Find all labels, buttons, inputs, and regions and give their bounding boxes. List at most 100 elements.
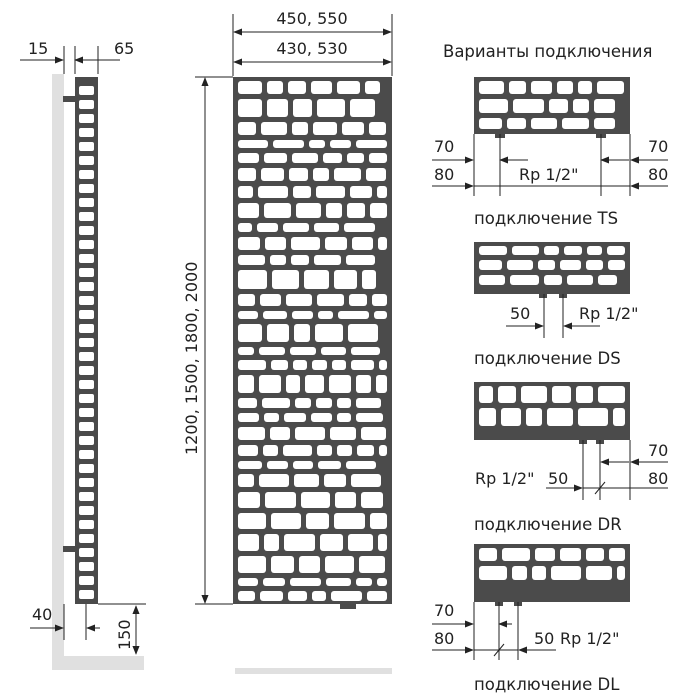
- perforation-slot: [560, 260, 581, 270]
- perforation-slot: [370, 513, 387, 529]
- side-slot: [79, 576, 94, 585]
- perforation-slot: [370, 203, 387, 218]
- side-slot: [79, 156, 94, 165]
- perforation-slot: [330, 140, 351, 148]
- perforation-slot: [586, 566, 612, 580]
- perforation-slot: [607, 246, 625, 255]
- perforation-slot: [292, 122, 308, 135]
- perforation-slot: [338, 311, 369, 319]
- perforation-slot: [238, 461, 262, 469]
- perforation-slot: [586, 548, 604, 561]
- perforation-slot: [356, 398, 381, 408]
- perforation-slot: [238, 294, 255, 306]
- perforation-slot: [507, 260, 533, 270]
- dr-thread: Rp 1/2": [475, 469, 534, 488]
- perforation-slot: [320, 534, 343, 551]
- ds-thread: Rp 1/2": [579, 304, 638, 323]
- perforation-slot: [257, 223, 278, 232]
- perforation-slot: [374, 311, 387, 319]
- perforation-slot: [331, 591, 362, 601]
- dr-dim-right-b: 80: [648, 469, 668, 488]
- perforation-slot: [304, 270, 329, 289]
- perforation-slot: [479, 99, 508, 113]
- perforation-slot: [317, 445, 332, 456]
- perforation-slot: [288, 591, 307, 601]
- side-slot: [79, 212, 94, 221]
- perforation-slot: [330, 427, 356, 440]
- perforation-slot: [334, 168, 361, 181]
- perforation-slot: [238, 513, 266, 529]
- perforation-slot: [265, 237, 286, 250]
- side-slot: [79, 478, 94, 487]
- perforation-slot: [329, 375, 351, 393]
- perforation-slot: [479, 548, 497, 561]
- perforation-slot: [238, 324, 262, 342]
- side-slot: [79, 506, 94, 515]
- perforation-slot: [377, 186, 387, 198]
- perforation-slot: [291, 237, 320, 250]
- perforation-slot: [318, 311, 333, 319]
- perforation-slot: [356, 578, 372, 586]
- front-floor: [235, 668, 392, 674]
- perforation-slot: [293, 461, 313, 469]
- perforation-slot: [479, 260, 502, 270]
- variant-ds: 50 Rp 1/2" подключение DS: [474, 242, 638, 368]
- perforation-slot: [479, 275, 505, 285]
- side-slot: [79, 310, 94, 319]
- perforation-slot: [347, 153, 364, 163]
- perforation-slot: [238, 168, 256, 181]
- perforation-slot: [271, 513, 301, 529]
- side-slot: [79, 408, 94, 417]
- perforation-slot: [293, 186, 311, 198]
- perforation-slot: [259, 474, 289, 487]
- perforation-slot: [551, 566, 581, 580]
- perforation-slot: [573, 99, 589, 113]
- perforation-slot: [265, 492, 296, 508]
- perforation-slot: [270, 427, 290, 440]
- side-slot: [79, 520, 94, 529]
- perforation-slot: [337, 413, 351, 422]
- dim-width-outer: 450, 550: [276, 9, 347, 28]
- perforation-slot: [295, 398, 311, 408]
- perforation-slot: [312, 360, 327, 370]
- dl-dim-spacing: 50: [534, 629, 554, 648]
- side-slot: [79, 282, 94, 291]
- perforation-slot: [315, 324, 343, 342]
- perforation-slot: [267, 324, 289, 342]
- side-slot: [79, 100, 94, 109]
- perforation-slot: [348, 324, 378, 342]
- perforation-slot: [306, 513, 329, 529]
- perforation-slot: [290, 347, 316, 355]
- perforation-slot: [325, 237, 347, 250]
- perforation-slot: [264, 203, 291, 218]
- perforation-slot: [238, 578, 258, 586]
- perforation-slot: [598, 386, 625, 403]
- perforation-slot: [289, 168, 308, 181]
- perforation-slot: [317, 294, 344, 306]
- perforation-slot: [238, 591, 255, 601]
- perforation-slot: [264, 413, 279, 422]
- side-slot: [79, 324, 94, 333]
- perforation-slot: [284, 413, 306, 422]
- perforation-slot: [271, 360, 288, 370]
- perforation-slot: [598, 275, 617, 285]
- side-view: 15 65 40 150: [20, 39, 146, 670]
- perforation-slot: [346, 255, 375, 265]
- side-profile-slots: [79, 86, 94, 599]
- perforation-slot: [531, 81, 552, 94]
- perforation-slot: [526, 408, 542, 426]
- perforation-slot: [347, 203, 365, 218]
- perforation-slot: [507, 118, 526, 129]
- perforation-slot: [271, 556, 294, 573]
- side-slot: [79, 394, 94, 403]
- perforation-slot: [547, 408, 573, 426]
- perforation-slot: [238, 270, 267, 289]
- perforation-slot: [351, 474, 381, 487]
- perforation-slot: [273, 140, 304, 148]
- perforation-slot: [292, 311, 313, 319]
- side-slot: [79, 590, 94, 599]
- perforation-slot: [288, 81, 306, 94]
- perforation-slot: [311, 413, 332, 422]
- perforation-slot: [479, 408, 496, 426]
- perforation-slot: [521, 386, 547, 403]
